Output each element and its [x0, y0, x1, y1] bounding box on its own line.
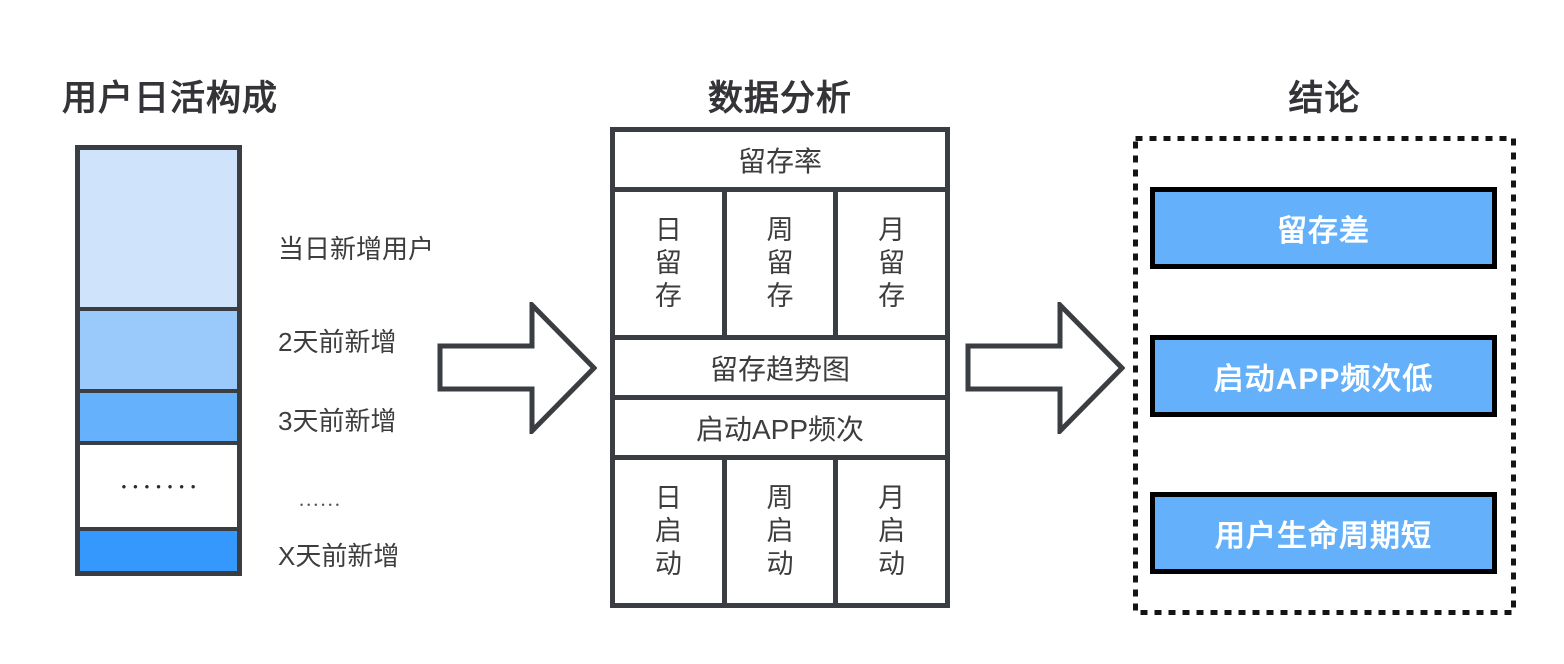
conclusion-item-poor-retention: 留存差 [1150, 187, 1497, 269]
bar-segment-xdays-ago [80, 527, 237, 571]
bar-segment-2days-ago [80, 307, 237, 389]
table-cell-weekly-launch: 周启动 [721, 460, 839, 603]
bar-label-3days-ago: 3天前新增 [278, 406, 397, 436]
analysis-section-title: 数据分析 [707, 79, 852, 118]
table-row-retention-trend: 留存趋势图 [615, 335, 945, 395]
analysis-table: 留存率 日留存 周留存 月留存 留存趋势图 启动APP频次 日启动 周启动 [610, 127, 950, 608]
retention-trend-label: 留存趋势图 [709, 353, 850, 385]
bar-label-today-new: 当日新增用户 [278, 234, 435, 264]
conclusion-section-title: 结论 [1288, 79, 1361, 118]
table-row-retention-cells: 日留存 周留存 月留存 [615, 187, 945, 335]
table-cell-monthly-retention: 月留存 [878, 215, 906, 311]
table-cell-weekly-retention: 周留存 [721, 192, 839, 335]
conclusion-item-short-lifecycle: 用户生命周期短 [1150, 492, 1497, 574]
bar-segment-ellipsis: ••••••• [80, 441, 237, 527]
table-cell-monthly-launch: 月启动 [878, 483, 906, 579]
ellipsis-dots: ••••••• [121, 478, 203, 494]
bar-segment-today-new [80, 150, 237, 307]
right-arrow-icon [965, 302, 1125, 434]
table-row-retention-rate: 留存率 [615, 132, 945, 187]
bar-label-ellipsis: •••••• [300, 500, 343, 510]
conclusion-box: 留存差 启动APP频次低 用户生命周期短 [1133, 136, 1516, 615]
daily-active-stacked-bar: ••••••• [75, 145, 242, 576]
left-section-title: 用户日活构成 [62, 79, 279, 118]
retention-rate-label: 留存率 [737, 145, 822, 177]
bar-label-2days-ago: 2天前新增 [278, 327, 397, 357]
table-cell-daily-launch: 日启动 [654, 483, 682, 579]
conclusion-item-low-app-frequency: 启动APP频次低 [1150, 335, 1497, 417]
right-arrow-icon [437, 302, 597, 434]
app-frequency-label: 启动APP频次 [695, 413, 865, 445]
dashed-border [1133, 136, 1516, 615]
table-row-launch-cells: 日启动 周启动 月启动 [615, 455, 945, 603]
bar-label-xdays-ago: X天前新增 [278, 541, 400, 571]
bar-segment-3days-ago [80, 389, 237, 441]
table-cell-daily-retention: 日留存 [654, 215, 682, 311]
table-row-app-frequency: 启动APP频次 [615, 395, 945, 455]
